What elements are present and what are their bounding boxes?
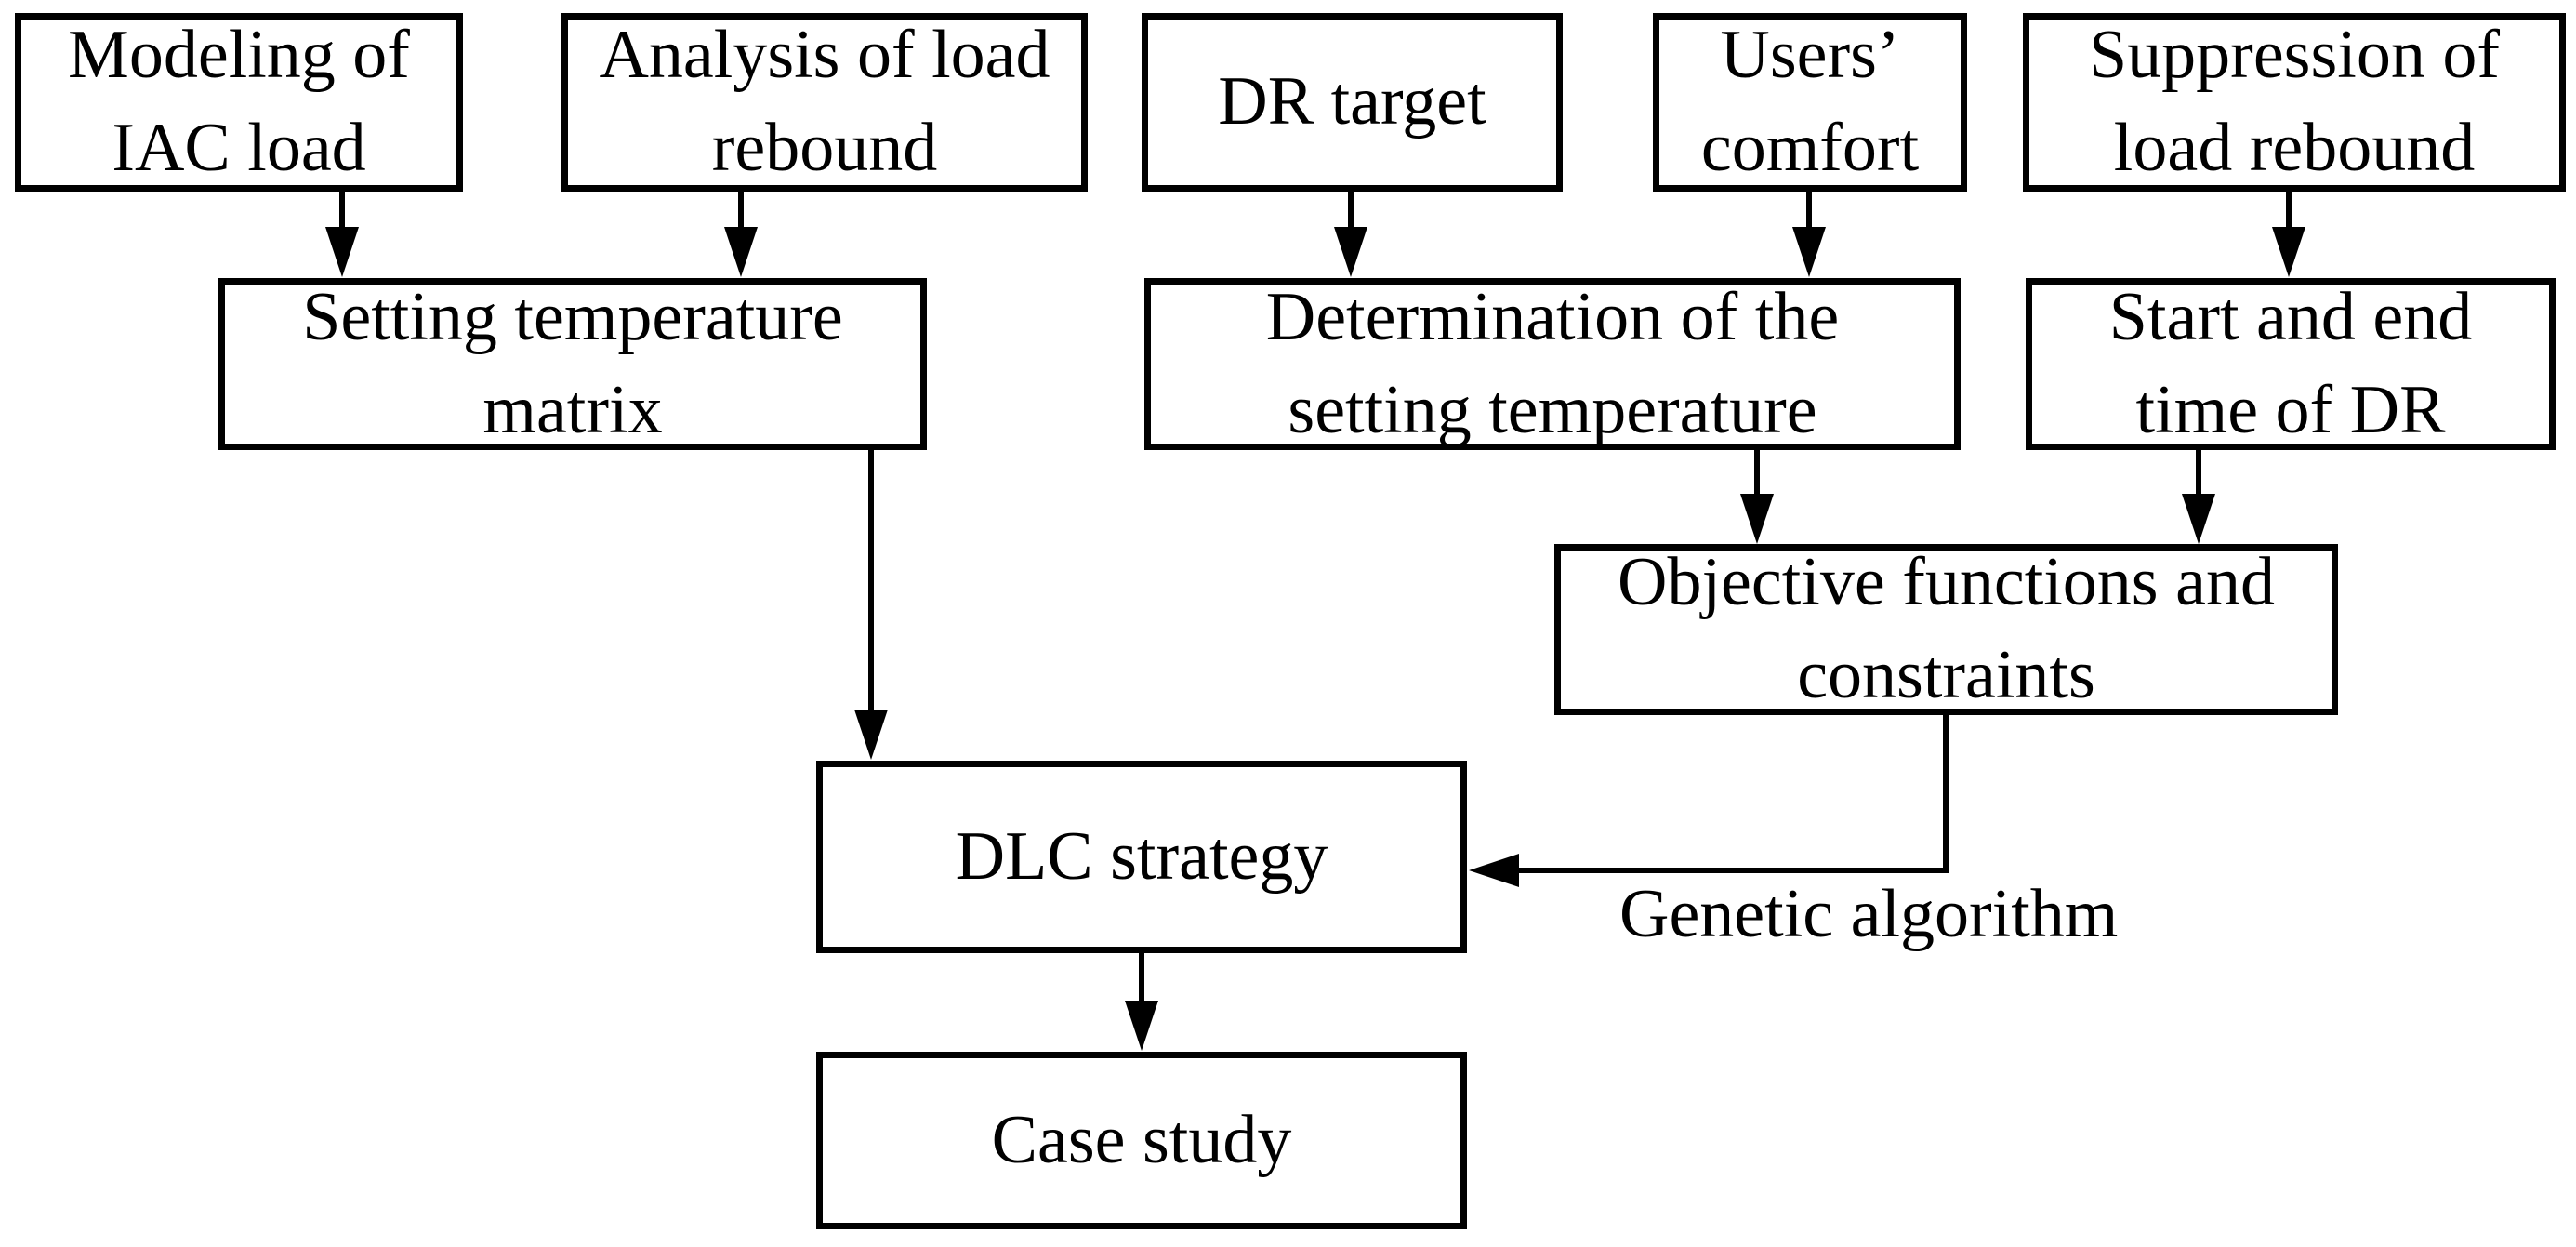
node-line: Modeling of (68, 17, 410, 94)
node-line: Analysis of load (599, 17, 1050, 94)
arrow-down-icon (724, 227, 758, 277)
node-line: setting temperature (1288, 371, 1817, 448)
arrow-down-icon (1334, 227, 1367, 277)
arrow-down-icon (2272, 227, 2305, 277)
elbow-objective-to-dlc-horizontal (1517, 868, 1949, 873)
node-determination-setting-temperature: Determination of the setting temperature (1144, 278, 1961, 450)
node-setting-temperature-matrix: Setting temperature matrix (218, 278, 927, 450)
arrow-modeling-to-setting-line (339, 191, 345, 231)
node-line: Start and end (2108, 278, 2473, 355)
node-objective-functions-constraints: Objective functions and constraints (1554, 544, 2338, 715)
node-line: DR target (1218, 63, 1486, 140)
arrow-down-icon (1740, 494, 1774, 544)
node-case-study: Case study (816, 1052, 1467, 1229)
node-users-comfort: Users’ comfort (1653, 13, 1967, 192)
node-line: Case study (991, 1101, 1292, 1178)
node-suppression-load-rebound: Suppression of load rebound (2023, 13, 2566, 192)
arrow-down-icon (2182, 494, 2215, 544)
node-line: Determination of the (1265, 278, 1840, 355)
node-line: time of DR (2135, 371, 2446, 448)
node-line: matrix (482, 371, 663, 448)
arrow-setting-to-dlc-line (868, 449, 874, 713)
node-analysis-load-rebound: Analysis of load rebound (561, 13, 1088, 192)
node-line: comfort (1700, 110, 1920, 186)
arrow-startend-to-objective-line (2196, 449, 2201, 497)
node-dlc-strategy: DLC strategy (816, 761, 1467, 953)
node-line: Suppression of (2089, 17, 2500, 94)
arrow-drtarget-to-determination-line (1348, 191, 1354, 231)
arrow-down-icon (854, 710, 888, 760)
node-line: Setting temperature (302, 278, 843, 355)
arrow-left-icon (1469, 854, 1519, 887)
node-start-end-time-of-dr: Start and end time of DR (2026, 278, 2556, 450)
elbow-objective-to-dlc-vertical (1943, 714, 1949, 873)
node-line: Users’ (1720, 17, 1900, 94)
node-dr-target: DR target (1142, 13, 1563, 192)
arrow-suppression-to-startend-line (2286, 191, 2292, 231)
arrow-determination-to-objective-line (1754, 449, 1760, 497)
arrow-down-icon (325, 227, 359, 277)
node-line: rebound (711, 110, 938, 186)
node-modeling-iac-load: Modeling of IAC load (15, 13, 463, 192)
node-line: load rebound (2113, 110, 2476, 186)
arrow-users-to-determination-line (1806, 191, 1812, 231)
node-line: constraints (1797, 637, 2095, 713)
genetic-algorithm-label: Genetic algorithm (1619, 876, 2119, 952)
node-line: DLC strategy (955, 817, 1328, 895)
arrow-down-icon (1125, 1001, 1158, 1051)
arrow-analysis-to-setting-line (738, 191, 744, 231)
node-line: IAC load (112, 110, 366, 186)
arrow-dlc-to-case-line (1139, 953, 1144, 1004)
node-line: Objective functions and (1618, 544, 2275, 621)
arrow-down-icon (1792, 227, 1826, 277)
